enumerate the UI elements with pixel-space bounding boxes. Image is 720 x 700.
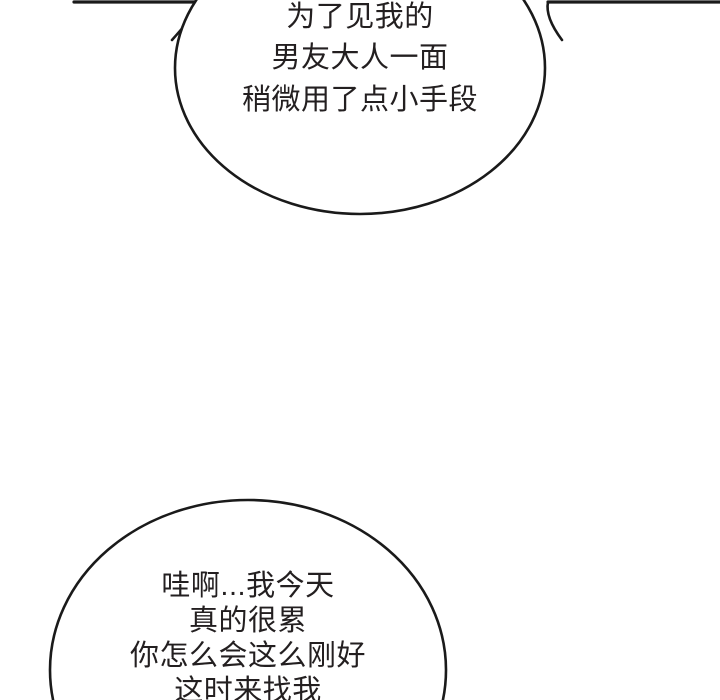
speech-bubble-2-outline xyxy=(48,498,448,700)
bubble-2-line-3: 你怎么会这么刚好 xyxy=(129,640,366,672)
speech-bubble-2 xyxy=(48,498,448,700)
speech-bubble-1 xyxy=(173,0,547,216)
bubble-1-line-2: 男友大人一面 xyxy=(271,42,449,74)
speech-bubble-1-outline xyxy=(173,0,547,216)
bubble-2-line-2: 真的很累 xyxy=(188,605,307,637)
bubble-2-line-1: 哇啊...我今天 xyxy=(161,570,335,602)
bubble-2-line-4: 这时来找我 xyxy=(174,675,322,700)
top-bubble-right-tail xyxy=(546,0,564,42)
speech-bubble-2-text: 哇啊...我今天 真的很累 你怎么会这么刚好 这时来找我 xyxy=(50,572,446,700)
bubble-1-line-1: 为了见我的 xyxy=(286,1,434,33)
speech-bubble-1-text: 为了见我的 男友大人一面 稍微用了点小手段 xyxy=(175,0,545,124)
bubble-1-line-3: 稍微用了点小手段 xyxy=(241,84,478,116)
